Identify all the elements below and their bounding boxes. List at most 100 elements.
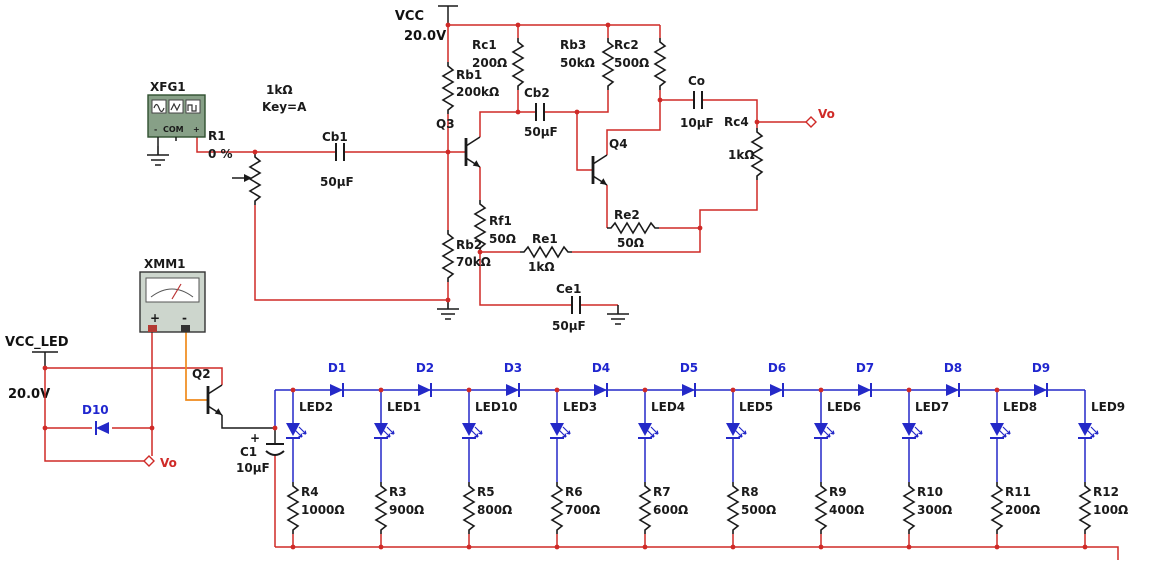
label-R7[interactable]: R7 bbox=[653, 485, 671, 499]
d10-ref[interactable]: D10 bbox=[82, 403, 109, 417]
led-LED10[interactable] bbox=[461, 422, 483, 439]
vcc-value[interactable]: 20.0V bbox=[404, 29, 446, 44]
label-R10[interactable]: R10 bbox=[917, 485, 943, 499]
rb3-value[interactable]: 50kΩ bbox=[560, 56, 595, 70]
label-LED4[interactable]: LED4 bbox=[651, 400, 685, 414]
resistor-r1-body[interactable] bbox=[249, 152, 261, 206]
label-D5[interactable]: D5 bbox=[680, 361, 698, 375]
label-LED7[interactable]: LED7 bbox=[915, 400, 949, 414]
value-R8[interactable]: 500Ω bbox=[741, 503, 776, 517]
series-diode-D3[interactable] bbox=[505, 382, 520, 398]
led-LED1[interactable] bbox=[373, 422, 395, 439]
label-D4[interactable]: D4 bbox=[592, 361, 610, 375]
series-diode-D9[interactable] bbox=[1033, 382, 1048, 398]
label-R5[interactable]: R5 bbox=[477, 485, 495, 499]
wire[interactable] bbox=[44, 332, 1119, 560]
resistor-re2[interactable] bbox=[606, 222, 660, 234]
label-LED6[interactable]: LED6 bbox=[827, 400, 861, 414]
r1-value[interactable]: 1kΩ bbox=[266, 83, 293, 97]
rc2-ref[interactable]: Rc2 bbox=[614, 38, 639, 52]
q3-ref[interactable]: Q3 bbox=[436, 117, 455, 131]
led-LED7[interactable] bbox=[901, 422, 923, 439]
resistor-R7[interactable] bbox=[639, 481, 651, 535]
rb2-ref[interactable]: Rb2 bbox=[456, 238, 482, 252]
value-R3[interactable]: 900Ω bbox=[389, 503, 424, 517]
vcc-led-symbol[interactable] bbox=[32, 351, 58, 368]
led-LED9[interactable] bbox=[1077, 422, 1099, 439]
rc4-ref[interactable]: Rc4 bbox=[724, 115, 749, 129]
rb1-value[interactable]: 200kΩ bbox=[456, 85, 499, 99]
q2-ref[interactable]: Q2 bbox=[192, 367, 211, 381]
cb2-ref[interactable]: Cb2 bbox=[524, 86, 550, 100]
co-ref[interactable]: Co bbox=[688, 74, 705, 88]
value-R10[interactable]: 300Ω bbox=[917, 503, 952, 517]
resistor-R3[interactable] bbox=[375, 481, 387, 535]
series-diode-D6[interactable] bbox=[769, 382, 784, 398]
value-R9[interactable]: 400Ω bbox=[829, 503, 864, 517]
series-diode-D8[interactable] bbox=[945, 382, 960, 398]
rc4-value[interactable]: 1kΩ bbox=[728, 148, 755, 162]
label-LED8[interactable]: LED8 bbox=[1003, 400, 1037, 414]
ground-symbol[interactable] bbox=[146, 145, 170, 166]
ground-symbol[interactable] bbox=[606, 304, 630, 325]
rc1-value[interactable]: 200Ω bbox=[472, 56, 507, 70]
rb1-ref[interactable]: Rb1 bbox=[456, 68, 482, 82]
r1-ref[interactable]: R1 bbox=[208, 129, 226, 143]
vo-output-pin[interactable] bbox=[805, 116, 817, 128]
value-R11[interactable]: 200Ω bbox=[1005, 503, 1040, 517]
r1-wiper[interactable]: 0 % bbox=[208, 147, 233, 161]
led-LED6[interactable] bbox=[813, 422, 835, 439]
label-LED10[interactable]: LED10 bbox=[475, 400, 518, 414]
label-D2[interactable]: D2 bbox=[416, 361, 434, 375]
label-D3[interactable]: D3 bbox=[504, 361, 522, 375]
label-R6[interactable]: R6 bbox=[565, 485, 583, 499]
ce1-ref[interactable]: Ce1 bbox=[556, 282, 581, 296]
xmm1-instrument[interactable]: XMM1 + - bbox=[139, 257, 206, 333]
rc2-value[interactable]: 500Ω bbox=[614, 56, 649, 70]
label-D6[interactable]: D6 bbox=[768, 361, 786, 375]
value-R12[interactable]: 100Ω bbox=[1093, 503, 1128, 517]
c1-ref[interactable]: C1 bbox=[240, 445, 257, 459]
capacitor-ce1[interactable] bbox=[571, 295, 581, 315]
re1-ref[interactable]: Re1 bbox=[532, 232, 558, 246]
capacitor-co[interactable] bbox=[693, 90, 703, 110]
resistor-rc1[interactable] bbox=[512, 37, 524, 91]
capacitor-c1[interactable]: + C1 10µF bbox=[236, 431, 285, 475]
xmm1-plus-terminal[interactable] bbox=[148, 325, 157, 332]
label-D8[interactable]: D8 bbox=[944, 361, 962, 375]
led-LED5[interactable] bbox=[725, 422, 747, 439]
value-R7[interactable]: 600Ω bbox=[653, 503, 688, 517]
series-diode-D5[interactable] bbox=[681, 382, 696, 398]
label-R4[interactable]: R4 bbox=[301, 485, 319, 499]
resistor-R4[interactable] bbox=[287, 481, 299, 535]
label-R3[interactable]: R3 bbox=[389, 485, 407, 499]
label-LED1[interactable]: LED1 bbox=[387, 400, 421, 414]
resistor-R5[interactable] bbox=[463, 481, 475, 535]
re2-value[interactable]: 50Ω bbox=[617, 236, 644, 250]
label-D7[interactable]: D7 bbox=[856, 361, 874, 375]
xfg1-terminal-stubs[interactable] bbox=[157, 137, 177, 146]
diode-d10[interactable] bbox=[95, 420, 110, 436]
resistor-re1[interactable] bbox=[519, 246, 573, 258]
label-LED5[interactable]: LED5 bbox=[739, 400, 773, 414]
transistor-q3[interactable] bbox=[464, 135, 482, 169]
resistor-rb2[interactable] bbox=[442, 229, 454, 283]
re1-value[interactable]: 1kΩ bbox=[528, 260, 555, 274]
c1-value[interactable]: 10µF bbox=[236, 461, 270, 475]
series-diode-D4[interactable] bbox=[593, 382, 608, 398]
resistor-rc2[interactable] bbox=[654, 37, 666, 91]
cb1-value[interactable]: 50µF bbox=[320, 175, 354, 189]
capacitor-cb2[interactable] bbox=[535, 102, 545, 122]
vo-input-pin[interactable] bbox=[143, 455, 155, 467]
series-diode-D1[interactable] bbox=[329, 382, 344, 398]
vcc-led-label[interactable]: VCC_LED bbox=[5, 335, 69, 350]
label-D9[interactable]: D9 bbox=[1032, 361, 1050, 375]
resistor-rb3[interactable] bbox=[602, 37, 614, 91]
value-R4[interactable]: 1000Ω bbox=[301, 503, 345, 517]
wire[interactable] bbox=[185, 332, 208, 401]
vcc-label[interactable]: VCC bbox=[395, 9, 424, 24]
label-LED3[interactable]: LED3 bbox=[563, 400, 597, 414]
value-R6[interactable]: 700Ω bbox=[565, 503, 600, 517]
vcc-led-value[interactable]: 20.0V bbox=[8, 387, 50, 402]
xfg1-label[interactable]: XFG1 bbox=[150, 80, 186, 94]
